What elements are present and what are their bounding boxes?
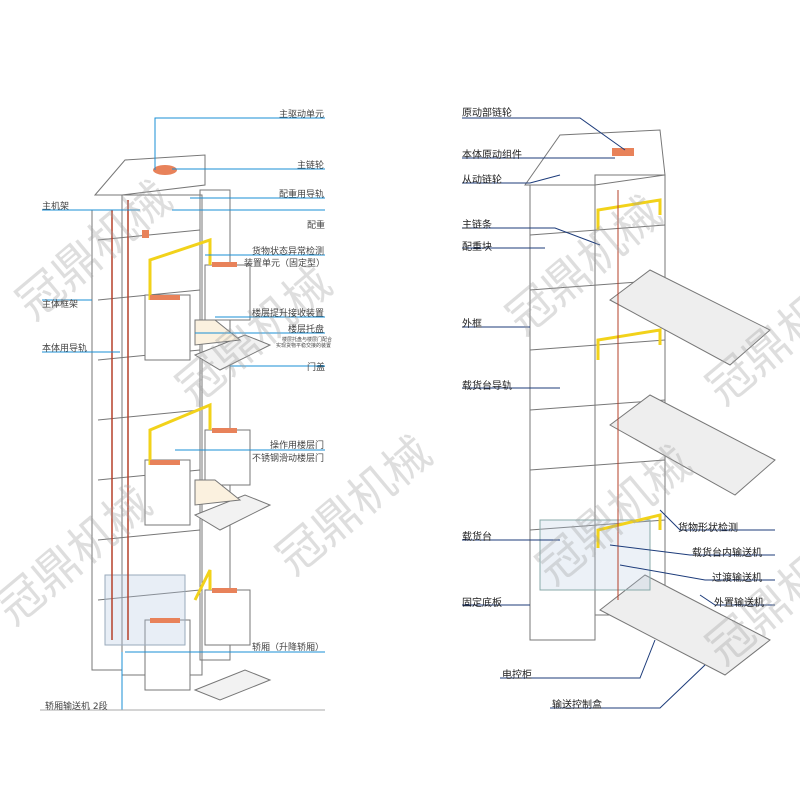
label-main-frame-top: 主机架 (42, 202, 70, 212)
label-driven-sprocket: 从动链轮 (462, 175, 502, 186)
label-main-drive: 主驱动单元 (279, 110, 325, 120)
right-leader-lines (462, 117, 775, 709)
label-door-cover: 门盖 (307, 363, 326, 373)
right-colored-parts (596, 148, 662, 600)
label-floor-tray-note-1: 楼层托盘与楼层门配合 (282, 337, 333, 343)
label-shape-detect: 货物形状检测 (678, 523, 738, 534)
label-inner-conveyor: 载货台内输送机 (692, 548, 762, 559)
label-platform: 载货台 (462, 532, 492, 543)
label-counterweight: 配重 (307, 221, 326, 231)
label-main-sprocket: 主链轮 (297, 161, 325, 171)
label-platform-rail: 载货台导轨 (462, 381, 512, 392)
label-floor-tray-note-2: 实现货物平稳交接的装置 (276, 343, 332, 349)
label-drive-unit: 本体原动组件 (462, 150, 522, 161)
label-control-cabinet: 电控柜 (502, 670, 532, 681)
label-car: 轿厢（升降轿厢） (252, 643, 325, 653)
label-main-chain: 主链条 (462, 220, 492, 231)
label-car-conveyor: 轿厢输送机 2段 (45, 702, 108, 712)
label-floor-lift: 楼层提升接收装置 (252, 309, 325, 319)
label-detect-2: 装置单元（固定型） (244, 259, 326, 269)
left-colored-parts (111, 165, 237, 640)
label-floor-tray: 楼层托盘 (288, 325, 325, 335)
right-lift-illustration (524, 129, 776, 676)
label-transition-conveyor: 过渡输送机 (712, 573, 762, 584)
label-conveyor-control-box: 输送控制盒 (552, 700, 602, 711)
label-detect-1: 货物状态异常检测 (252, 247, 325, 257)
left-leader-lines (40, 117, 325, 711)
label-counterweight-block: 配重块 (462, 242, 492, 253)
label-external-conveyor: 外置输送机 (714, 598, 764, 609)
label-body-frame: 主体框架 (42, 300, 79, 310)
label-counterweight-rail: 配重用导轨 (279, 190, 325, 200)
label-body-rail: 本体用导轨 (42, 344, 88, 354)
label-door-1: 操作用楼层门 (270, 441, 325, 451)
label-drive-sprocket: 原动部链轮 (462, 108, 512, 119)
label-outer-frame: 外框 (462, 319, 482, 330)
left-lift-illustration (91, 154, 272, 701)
label-door-2: 不锈钢滑动楼层门 (252, 454, 325, 464)
label-base-plate: 固定底板 (462, 598, 502, 609)
